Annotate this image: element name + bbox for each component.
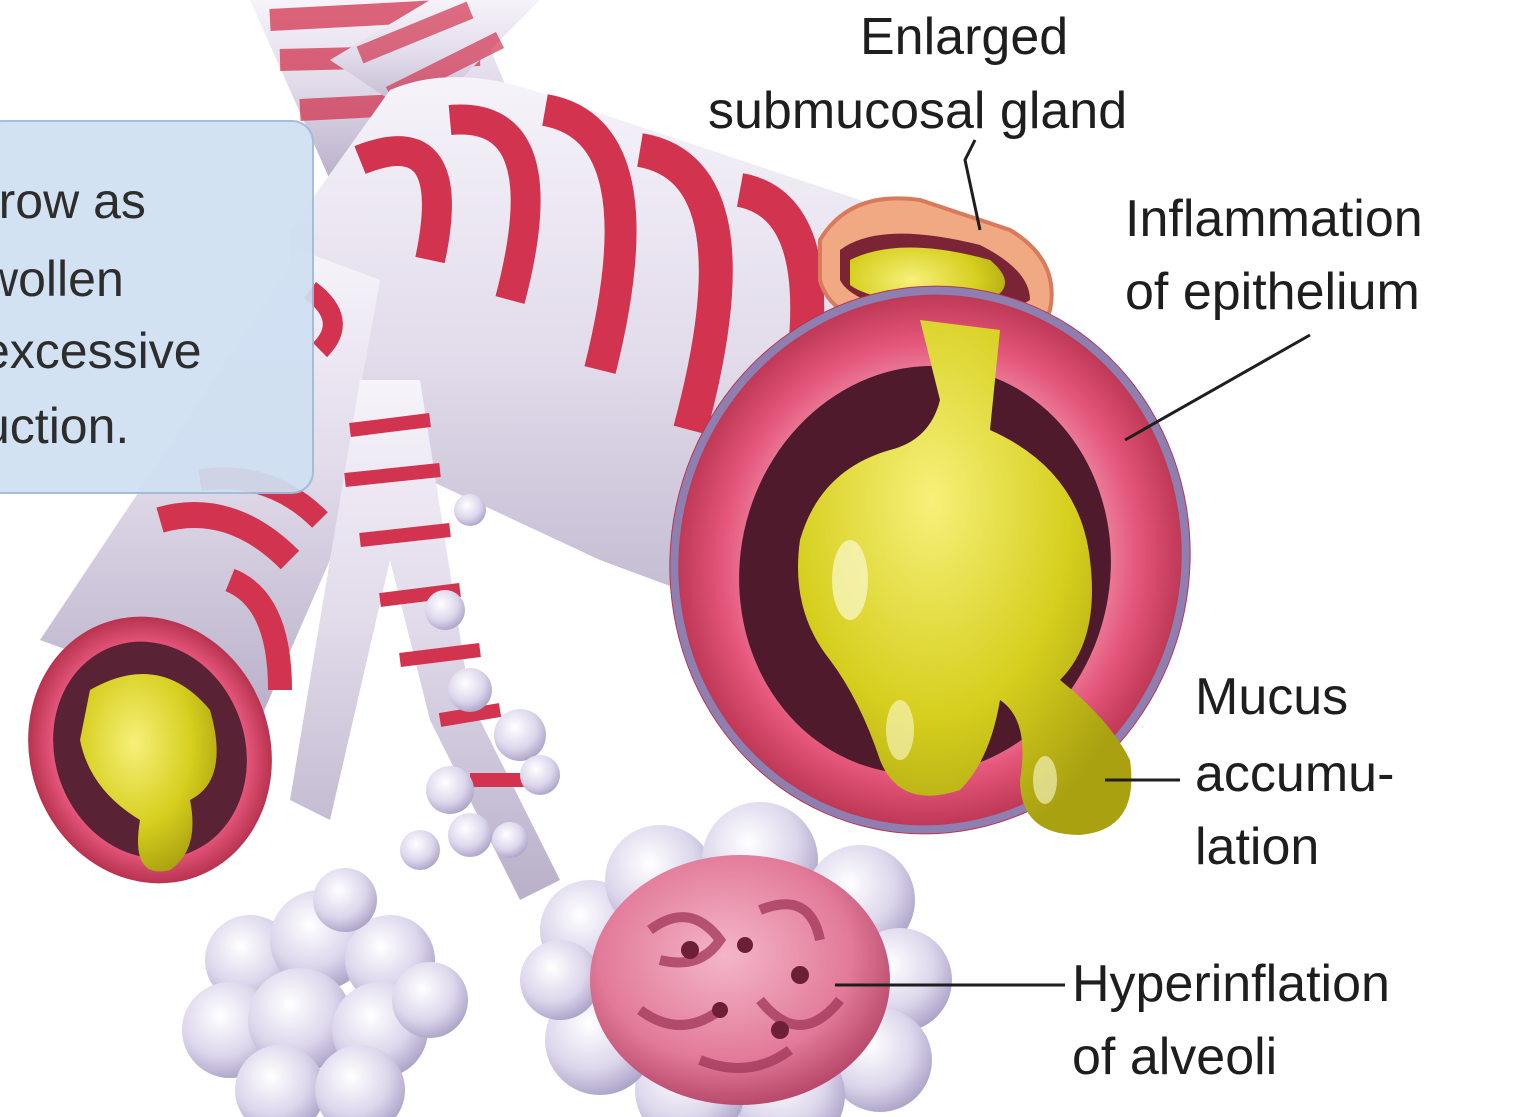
caption-line: uction. (0, 397, 129, 455)
label-line: of alveoli (1072, 1028, 1277, 1086)
normal-alveoli (182, 868, 468, 1117)
label-line: Hyperinflation (1072, 955, 1390, 1013)
caption-line: excessive (0, 322, 202, 380)
caption-box: rrow as wollen excessive uction. (0, 120, 314, 494)
label-line: Enlarged (860, 8, 1068, 66)
label-line: submucosal gland (708, 82, 1127, 140)
hyperinflated-alveoli (520, 802, 952, 1117)
label-line: of epithelium (1125, 263, 1420, 321)
label-line: lation (1195, 818, 1319, 876)
label-line: Inflammation (1125, 190, 1423, 248)
label-line: accumu- (1195, 745, 1394, 803)
caption-line: rrow as (0, 172, 146, 230)
caption-line: wollen (0, 250, 124, 308)
label-line: Mucus (1195, 668, 1348, 726)
leader-inflammation (1125, 335, 1310, 440)
